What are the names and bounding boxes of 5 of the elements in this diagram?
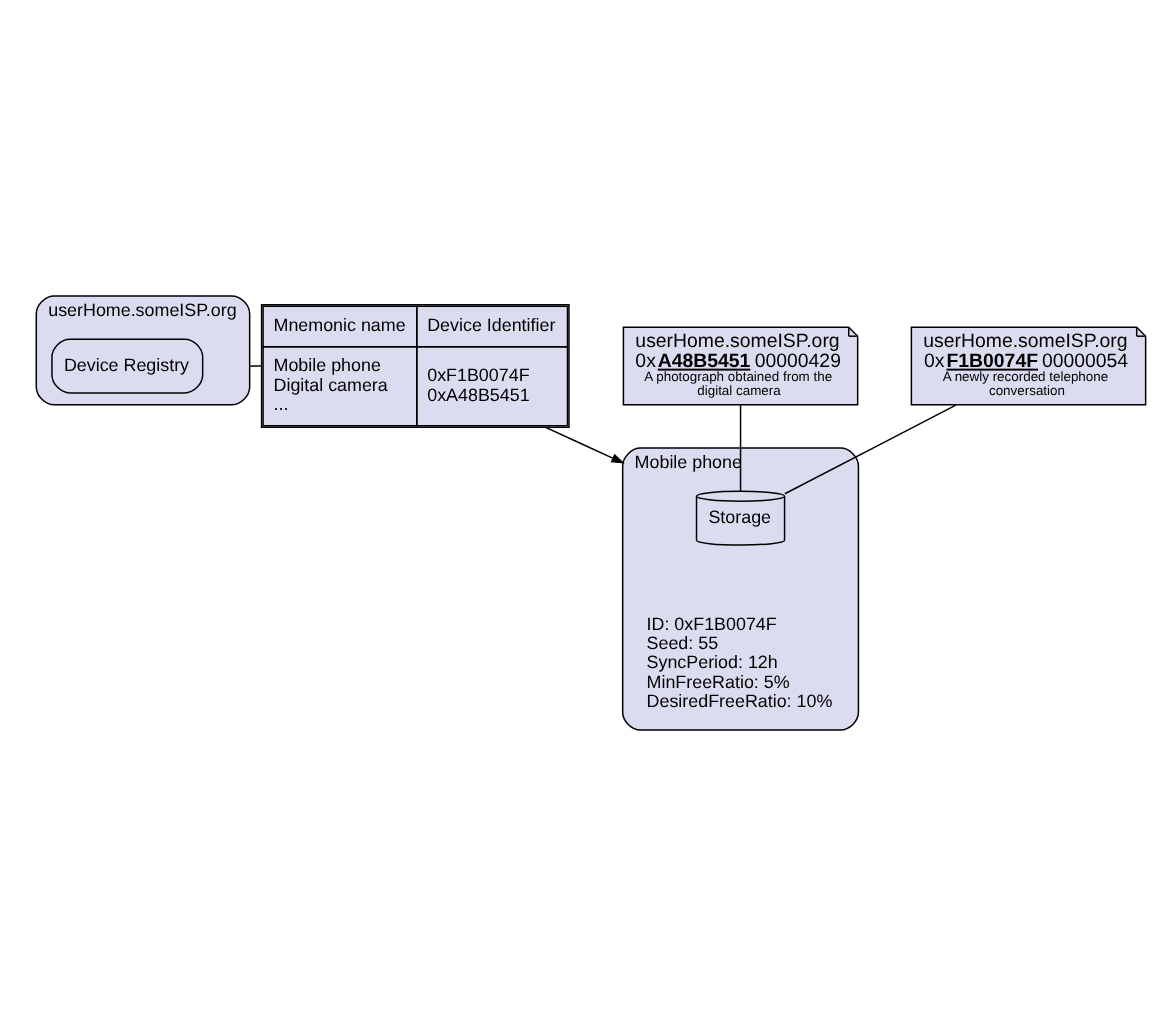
connector <box>784 403 957 494</box>
node-box: Device Registry <box>51 337 204 393</box>
arrow <box>544 425 625 463</box>
connector <box>739 403 742 492</box>
connector <box>248 364 262 366</box>
